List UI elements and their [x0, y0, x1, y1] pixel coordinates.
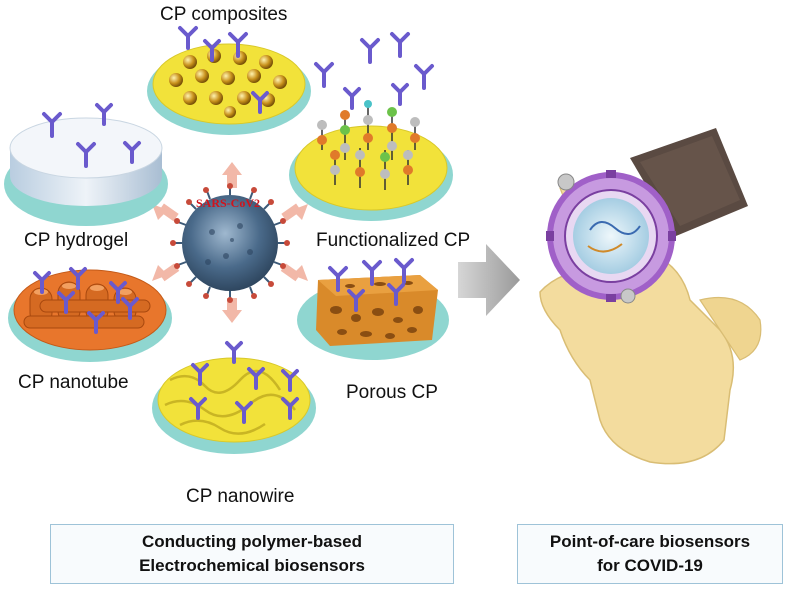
disc-cp-nanowire [152, 357, 316, 454]
label-functionalized-cp: Functionalized CP [316, 230, 471, 251]
caption-right-line2: for COVID-19 [597, 556, 703, 575]
label-porous-cp: Porous CP [346, 382, 438, 403]
label-cp-hydrogel: CP hydrogel [24, 230, 129, 251]
disc-functionalized-cp [289, 100, 453, 221]
label-cp-composites: CP composites [160, 4, 288, 25]
disc-cp-composites [147, 43, 311, 135]
caption-left-line2: Electrochemical biosensors [139, 556, 365, 575]
center-arrows [152, 162, 308, 323]
disc-cp-nanotube [8, 269, 172, 362]
virus-particle [170, 183, 290, 303]
label-cp-nanotube: CP nanotube [18, 372, 129, 393]
wearable-sensor-illustration [539, 128, 762, 465]
label-cp-nanowire: CP nanowire [186, 486, 295, 507]
caption-left-line1: Conducting polymer-based [141, 532, 363, 551]
caption-right-box: Point-of-care biosensors for COVID-19 [517, 524, 783, 584]
disc-cp-hydrogel [4, 117, 168, 226]
caption-right-line1: Point-of-care biosensors [549, 532, 751, 551]
antibodies [33, 26, 434, 424]
virus-label: SARS-CoV2 [196, 196, 261, 210]
caption-left-box: Conducting polymer-based Electrochemical… [50, 524, 454, 584]
transition-arrow [458, 244, 520, 316]
disc-porous-cp [297, 275, 449, 360]
